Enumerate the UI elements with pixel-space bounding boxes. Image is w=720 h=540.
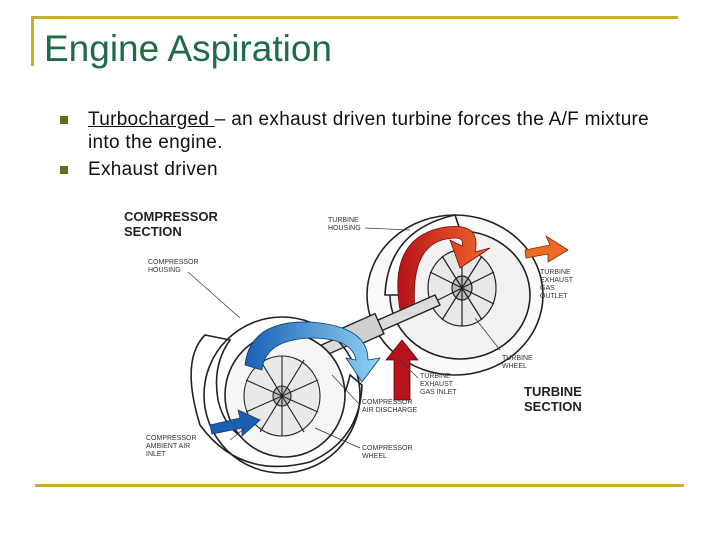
bullet-item: Exhaust driven [60,158,660,181]
svg-text:GAS INLET: GAS INLET [420,389,457,396]
label-ambient-inlet-2: AMBIENT AIR [146,443,190,450]
label-compressor-wheel-1: COMPRESSOR [362,445,413,452]
label-ambient-inlet-3: INLET [146,451,167,458]
frame-bottom-rule [35,484,684,487]
svg-text:COMPRESSOR: COMPRESSOR [362,399,413,406]
label-compressor-housing-1: COMPRESSOR [148,259,199,266]
bullet-marker-icon [60,116,68,124]
svg-text:AMBIENT AIR: AMBIENT AIR [146,443,190,450]
label-turbine-housing-1: TURBINE [328,217,359,224]
svg-text:OUTLET: OUTLET [540,293,568,300]
bullet-marker-icon [60,166,68,174]
label-turbine-section-2: SECTION [524,399,582,414]
label-turbine-housing-2: HOUSING [328,225,361,232]
label-turbine-inlet-3: GAS INLET [420,389,457,396]
frame-left-rule [31,16,34,66]
label-compressor-wheel-2: WHEEL [362,453,387,460]
svg-text:HOUSING: HOUSING [328,225,361,232]
svg-text:COMPRESSOR: COMPRESSOR [148,259,199,266]
label-turbine-outlet-4: OUTLET [540,293,568,300]
bullet-term: Turbocharged [88,109,215,130]
svg-text:TURBINE: TURBINE [524,384,582,399]
svg-text:WHEEL: WHEEL [502,363,527,370]
svg-text:INLET: INLET [146,451,167,458]
svg-text:TURBINE: TURBINE [420,373,451,380]
svg-text:EXHAUST: EXHAUST [540,277,574,284]
label-compressor-section-2: SECTION [124,224,182,239]
label-turbine-outlet-1: TURBINE [540,269,571,276]
label-turbine-outlet-3: GAS [540,285,555,292]
svg-text:SECTION: SECTION [524,399,582,414]
label-turbine-inlet-1: TURBINE [420,373,451,380]
svg-text:HOUSING: HOUSING [148,267,181,274]
label-air-discharge-2: AIR DISCHARGE [362,407,418,414]
label-ambient-inlet-1: COMPRESSOR [146,435,197,442]
bullet-item: Turbocharged – an exhaust driven turbine… [60,108,660,154]
svg-text:COMPRESSOR: COMPRESSOR [146,435,197,442]
label-turbine-outlet-2: EXHAUST [540,277,574,284]
slide-title: Engine Aspiration [44,28,332,70]
frame-top-rule [31,16,678,19]
svg-text:WHEEL: WHEEL [362,453,387,460]
svg-text:TURBINE: TURBINE [502,355,533,362]
bullet-text: Exhaust driven [88,159,218,180]
label-compressor-housing-2: HOUSING [148,267,181,274]
svg-text:TURBINE: TURBINE [328,217,359,224]
label-air-discharge-1: COMPRESSOR [362,399,413,406]
label-turbine-wheel-2: WHEEL [502,363,527,370]
label-compressor-section-1: COMPRESSOR [124,209,219,224]
label-turbine-inlet-2: EXHAUST [420,381,454,388]
svg-text:SECTION: SECTION [124,224,182,239]
svg-text:EXHAUST: EXHAUST [420,381,454,388]
bullet-list: Turbocharged – an exhaust driven turbine… [60,108,660,185]
label-turbine-section-1: TURBINE [524,384,582,399]
svg-text:TURBINE: TURBINE [540,269,571,276]
label-turbine-wheel-1: TURBINE [502,355,533,362]
svg-text:GAS: GAS [540,285,555,292]
svg-text:AIR DISCHARGE: AIR DISCHARGE [362,407,418,414]
svg-text:COMPRESSOR: COMPRESSOR [124,209,219,224]
svg-text:COMPRESSOR: COMPRESSOR [362,445,413,452]
turbocharger-diagram: COMPRESSOR SECTION COMPRESSOR HOUSING TU… [110,200,600,475]
